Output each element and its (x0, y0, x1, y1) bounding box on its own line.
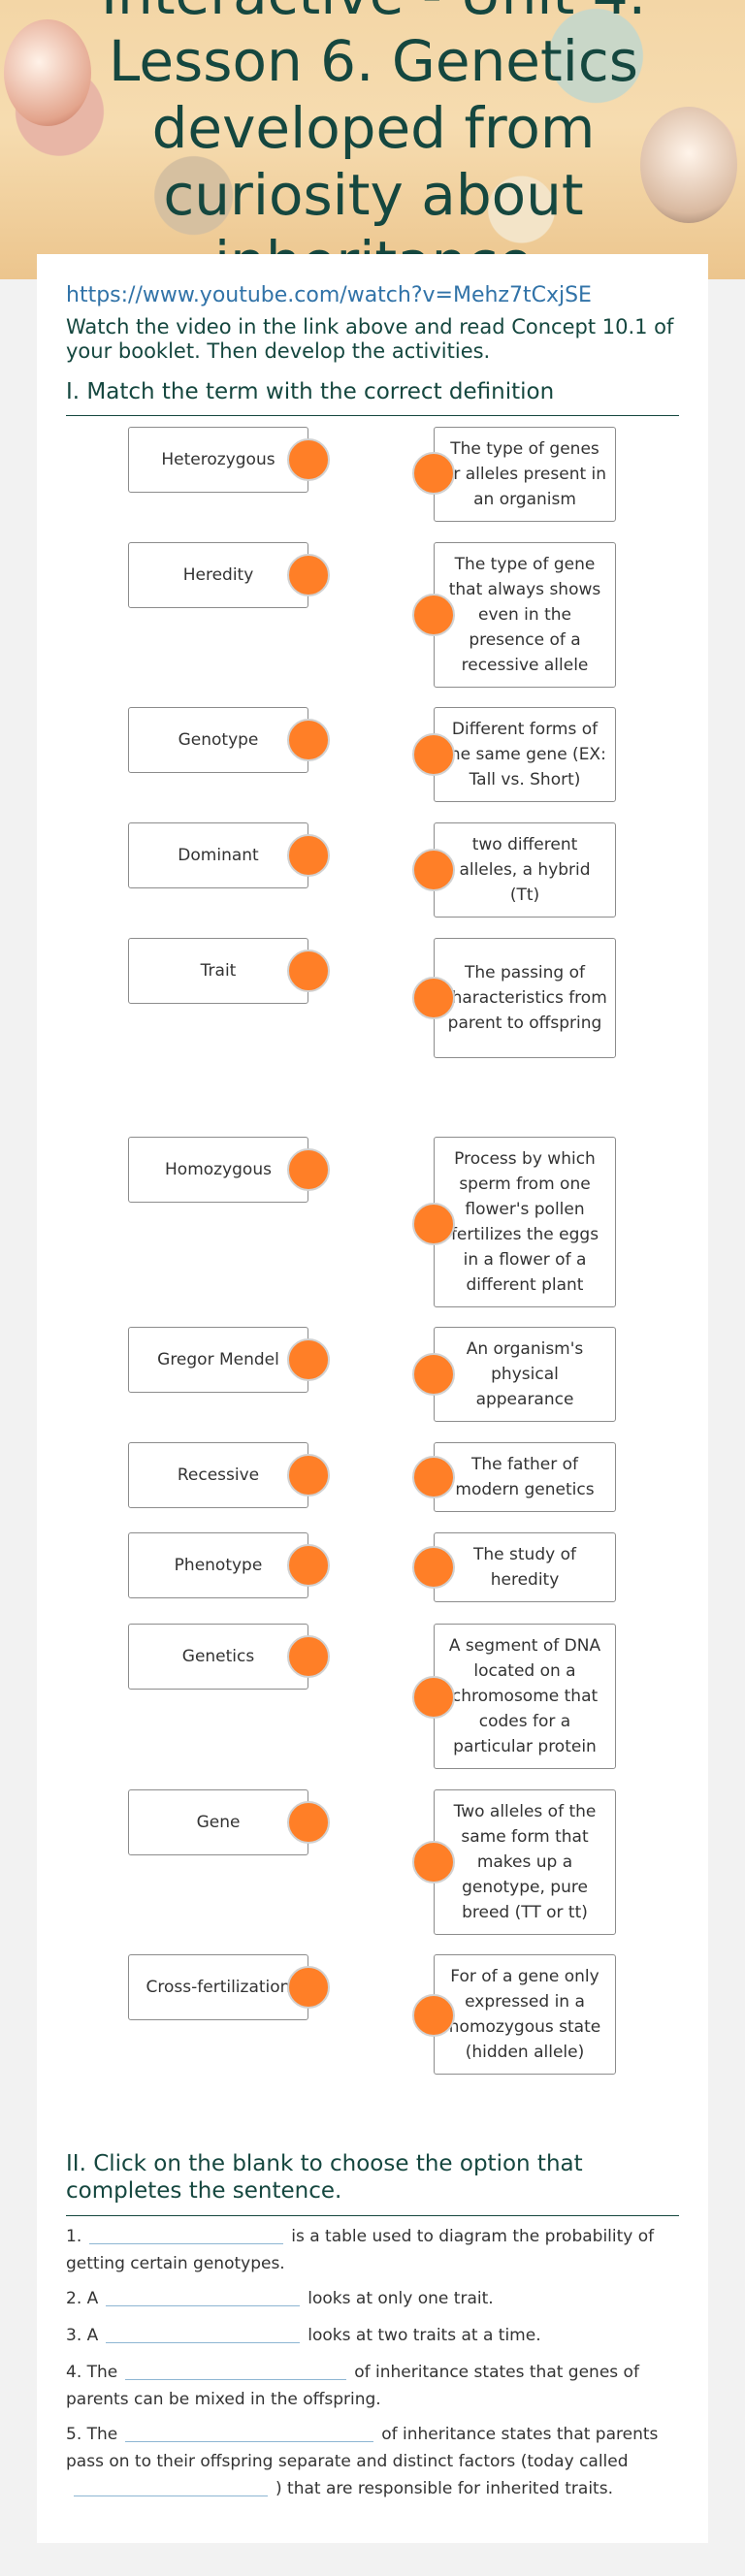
worksheet-card: https://www.youtube.com/watch?v=Mehz7tCx… (37, 254, 708, 2543)
page-title: Interactive - Unit 4. Lesson 6. Genetics… (101, 0, 646, 279)
definition-box[interactable]: The passing of characteristics from pare… (434, 938, 616, 1058)
term-dominant[interactable]: Dominant (128, 822, 308, 888)
term-connector-dot[interactable] (287, 950, 330, 992)
header-banner: Interactive - Unit 4. Lesson 6. Genetics… (0, 0, 745, 279)
term-cross-fertilization[interactable]: Cross-fertilization (128, 1954, 308, 2020)
term-homozygous[interactable]: Homozygous (128, 1137, 308, 1203)
term-gene[interactable]: Gene (128, 1789, 308, 1855)
definition-box[interactable]: two different alleles, a hybrid (Tt) (434, 822, 616, 918)
term-phenotype[interactable]: Phenotype (128, 1532, 308, 1598)
section-divider (66, 415, 679, 416)
part2-title: II. Click on the blank to choose the opt… (66, 2151, 583, 2204)
definition-connector-dot[interactable] (412, 594, 455, 636)
definition-box[interactable]: The father of modern genetics (434, 1442, 616, 1512)
definition-connector-dot[interactable] (412, 733, 455, 776)
term-connector-dot[interactable] (287, 1635, 330, 1678)
term-connector-dot[interactable] (287, 1966, 330, 2009)
definition-connector-dot[interactable] (412, 452, 455, 495)
definition-connector-dot[interactable] (412, 1353, 455, 1396)
sentence-text: 4. The (66, 2363, 118, 2382)
term-gregor-mendel[interactable]: Gregor Mendel (128, 1327, 308, 1393)
term-heterozygous[interactable]: Heterozygous (128, 427, 308, 493)
sentence-text: 1. (66, 2227, 82, 2246)
definition-box[interactable]: The type of genes or alleles present in … (434, 427, 616, 522)
term-trait[interactable]: Trait (128, 938, 308, 1004)
definition-box[interactable]: An organism's physical appearance (434, 1327, 616, 1422)
term-connector-dot[interactable] (287, 1544, 330, 1587)
sentence-text: of inheritance states that genes of pare… (66, 2363, 639, 2409)
instructions-text: Watch the video in the link above and re… (66, 315, 674, 363)
answer-blank[interactable] (74, 2482, 268, 2496)
definition-connector-dot[interactable] (412, 849, 455, 891)
term-connector-dot[interactable] (287, 1801, 330, 1844)
part1-title: I. Match the term with the correct defin… (66, 379, 555, 404)
sentence-text: is a table used to diagram the probabili… (66, 2227, 655, 2273)
definition-connector-dot[interactable] (412, 1994, 455, 2037)
definition-box[interactable]: Process by which sperm from one flower's… (434, 1137, 616, 1307)
definition-box[interactable]: Different forms of the same gene (EX: Ta… (434, 707, 616, 802)
sentence-text: looks at only one trait. (308, 2289, 494, 2308)
video-link[interactable]: https://www.youtube.com/watch?v=Mehz7tCx… (66, 283, 592, 307)
answer-blank[interactable] (125, 2366, 347, 2380)
seashell-image (640, 107, 737, 223)
definition-connector-dot[interactable] (412, 1546, 455, 1589)
answer-blank[interactable] (89, 2230, 284, 2244)
sentence-text: of inheritance states that parents pass … (66, 2425, 659, 2471)
answer-blank[interactable] (106, 2329, 301, 2343)
term-connector-dot[interactable] (287, 1454, 330, 1497)
sentence-1: 1.is a table used to diagram the probabi… (66, 2223, 687, 2277)
definition-connector-dot[interactable] (412, 1841, 455, 1884)
sentence-2: 2. A looks at only one trait. (66, 2285, 687, 2312)
definition-box[interactable]: The type of gene that always shows even … (434, 542, 616, 688)
sentence-text: looks at two traits at a time. (308, 2326, 541, 2345)
definition-box[interactable]: A segment of DNA located on a chromosome… (434, 1624, 616, 1769)
definition-connector-dot[interactable] (412, 977, 455, 1019)
definition-connector-dot[interactable] (412, 1676, 455, 1719)
answer-blank[interactable] (125, 2428, 374, 2442)
definition-box[interactable]: Two alleles of the same form that makes … (434, 1789, 616, 1935)
definition-connector-dot[interactable] (412, 1456, 455, 1498)
definition-box[interactable]: For of a gene only expressed in a homozy… (434, 1954, 616, 2075)
seashell-image (4, 19, 91, 126)
sentence-text: 5. The (66, 2425, 118, 2444)
term-connector-dot[interactable] (287, 1148, 330, 1191)
sentence-3: 3. A looks at two traits at a time. (66, 2322, 687, 2349)
section-divider (66, 2215, 679, 2216)
term-connector-dot[interactable] (287, 1338, 330, 1381)
sentence-text: 3. A (66, 2326, 99, 2345)
term-genetics[interactable]: Genetics (128, 1624, 308, 1690)
term-connector-dot[interactable] (287, 834, 330, 877)
sentence-text: 2. A (66, 2289, 99, 2308)
answer-blank[interactable] (106, 2292, 301, 2306)
definition-box[interactable]: The study of heredity (434, 1532, 616, 1602)
term-connector-dot[interactable] (287, 438, 330, 481)
term-genotype[interactable]: Genotype (128, 707, 308, 773)
term-heredity[interactable]: Heredity (128, 542, 308, 608)
term-connector-dot[interactable] (287, 554, 330, 596)
term-connector-dot[interactable] (287, 719, 330, 761)
term-recessive[interactable]: Recessive (128, 1442, 308, 1508)
definition-connector-dot[interactable] (412, 1203, 455, 1245)
sentence-text: ) that are responsible for inherited tra… (275, 2479, 613, 2498)
